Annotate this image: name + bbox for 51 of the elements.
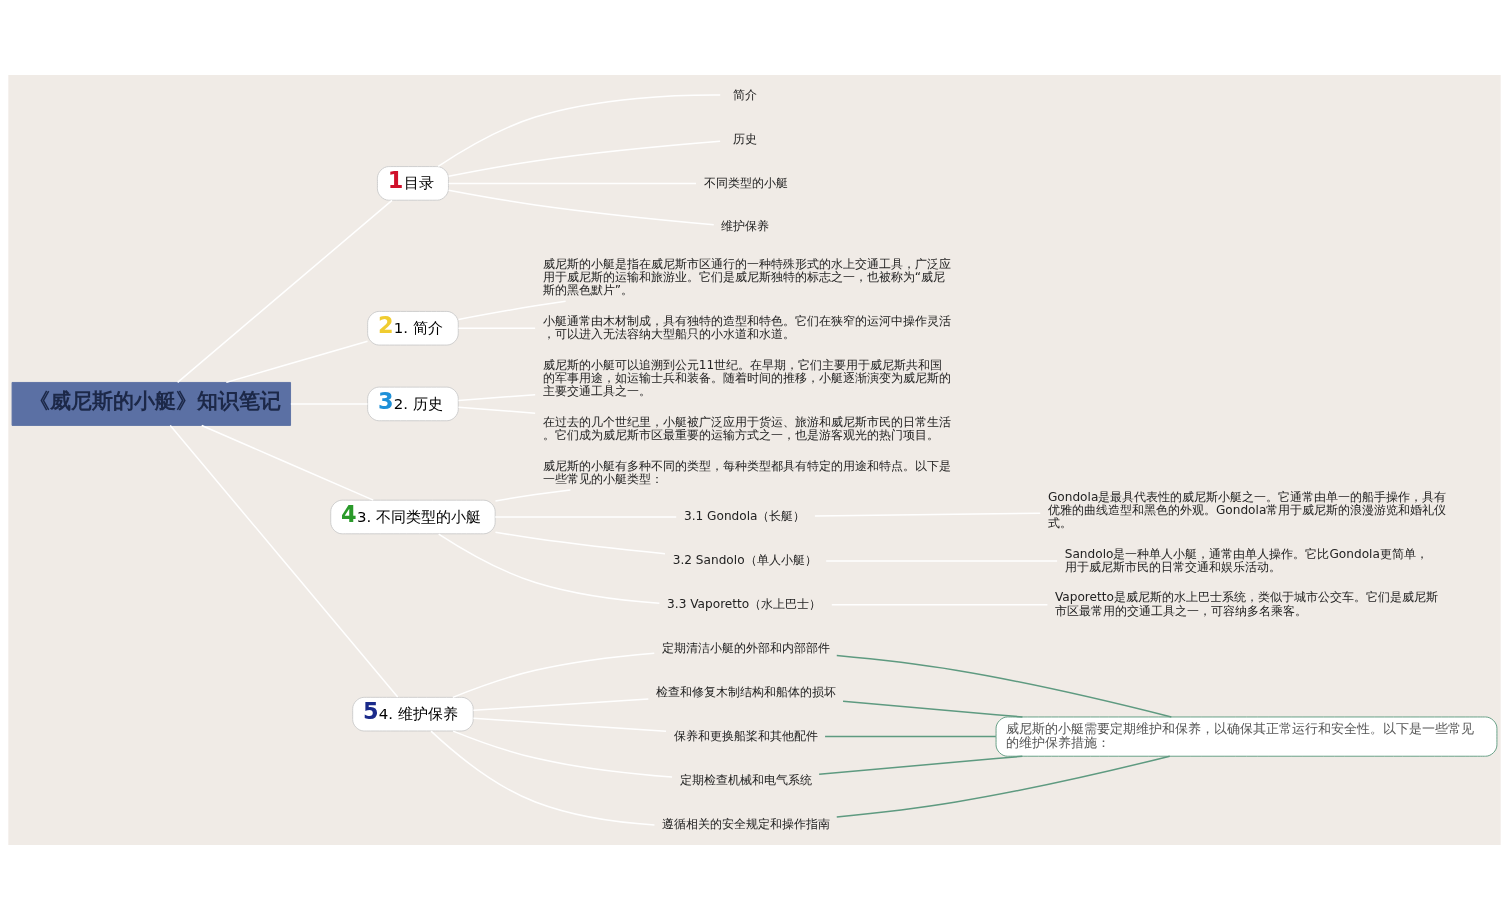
node-box: 43. 不同类型的小艇 <box>330 499 496 535</box>
connector <box>169 424 399 698</box>
connector <box>176 199 393 384</box>
connector <box>225 340 369 384</box>
connector <box>447 189 715 226</box>
node-text: 威尼斯的小艇可以追溯到公元11世纪。在早期，它们主要用于威尼斯共和国的军事用途，如运输士兵和装备。随着时间的推移，小艇逐渐演变为威尼斯的主要交通工具之一。 <box>542 357 951 398</box>
connector <box>430 730 656 826</box>
node-box: 威尼斯的小艇需要定期维护和保养，以确保其正常运行和安全性。以下是一些常见的维护保养措施： <box>995 716 1498 757</box>
connector <box>836 755 1171 818</box>
node-box: 《威尼斯的小艇》知识笔记 <box>11 381 291 426</box>
node-text: 威尼斯的小艇有多种不同的类型，每种类型都具有特定的用途和特点。以下是一些常见的小艇类型： <box>542 458 951 486</box>
connector <box>437 533 661 604</box>
connector <box>457 406 536 414</box>
connector <box>818 755 1024 775</box>
node-text: 保养和更换船桨和其他配件 <box>673 728 818 743</box>
connector <box>200 424 375 501</box>
node-text: 不同类型的小艇 <box>703 175 788 190</box>
node-text: Vaporetto是威尼斯的水上巴士系统，类似于城市公交车。它们是威尼斯市区最常用的交通工具之一，可容纳多名乘客。 <box>1054 590 1438 618</box>
connector <box>437 94 721 168</box>
node-box: 21. 简介 <box>367 310 459 346</box>
node-text: 3.3 Vaporetto（水上巴士） <box>667 597 822 612</box>
connector <box>452 652 655 699</box>
node-text: 定期检查机械和电气系统 <box>679 772 812 787</box>
node-text: 3.2 Sandolo（单人小艇） <box>672 553 817 568</box>
node-text: 检查和修复木制结构和船体的损坏 <box>655 684 836 699</box>
node-text: 历史 <box>733 131 758 146</box>
node-text: 简介 <box>733 87 758 102</box>
node-text: 威尼斯的小艇是指在威尼斯市区通行的一种特殊形式的水上交通工具，广泛应用于威尼斯的运输和旅游业。它们是威尼斯独特的标志之一，也被称为“威尼斯的黑色默片”。 <box>542 256 951 298</box>
connector <box>842 700 1024 718</box>
connector <box>457 393 536 402</box>
node-text: Gondola是最具代表性的威尼斯小艇之一。它通常由单一的船手操作，具有优雅的曲线造型和黑色的外观。Gondola常用于威尼斯的浪漫游览和婚礼仪式。 <box>1047 489 1447 530</box>
connector <box>836 654 1173 718</box>
connector <box>472 698 650 712</box>
node-text: 小艇通常由木材制成，具有独特的造型和特色。它们在狭窄的运河中操作灵活，可以进入无法容纳大型船只的小水道和水道。 <box>542 313 951 341</box>
node-text: 维护保养 <box>721 219 770 234</box>
connector <box>824 735 997 738</box>
connector <box>494 489 572 502</box>
node-box: 32. 历史 <box>367 386 459 422</box>
connector <box>814 512 1041 517</box>
connector <box>452 730 673 778</box>
connector <box>494 531 666 555</box>
node-text: Sandolo是一种单人小艇，通常由单人操作。它比Gondola更简单，用于威尼斯市民的日常交通和娱乐活动。 <box>1064 546 1428 574</box>
connector <box>447 140 721 177</box>
connector <box>472 717 667 732</box>
node-text: 3.1 Gondola（长艇） <box>683 509 806 524</box>
node-text: 在过去的几个世纪里，小艇被广泛应用于货运、旅游和威尼斯市民的日常生活。它们成为威尼斯市区最重要的运输方式之一，也是游客观光的热门项目。 <box>542 414 951 442</box>
node-box: 54. 维护保养 <box>352 696 474 732</box>
node-text: 遵循相关的安全规定和操作指南 <box>661 816 830 831</box>
node-text: 定期清洁小艇的外部和内部部件 <box>661 640 830 655</box>
connector <box>457 300 567 321</box>
node-box: 1 目录 <box>376 166 449 201</box>
